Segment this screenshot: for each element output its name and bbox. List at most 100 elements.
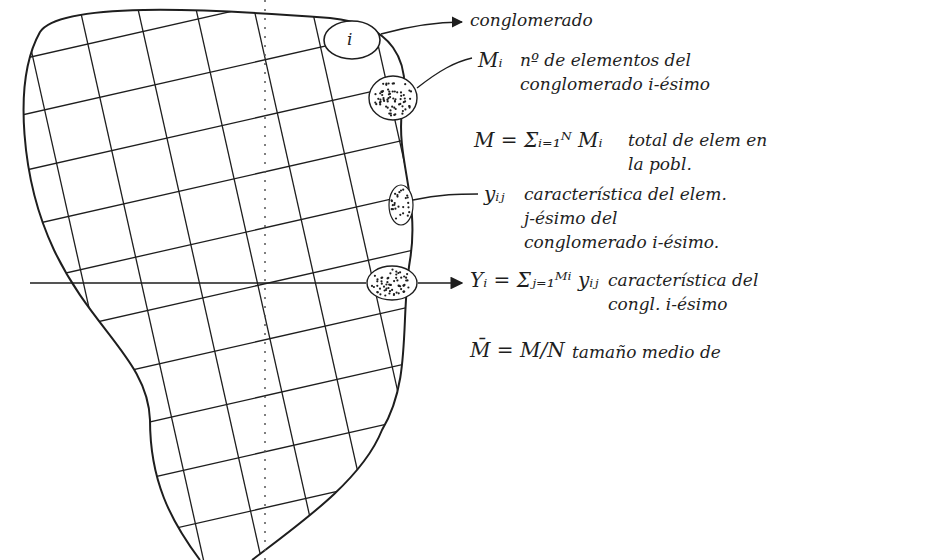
stipple-dot bbox=[385, 83, 387, 85]
formula: M̄ = M/N bbox=[470, 338, 565, 362]
stipple-dot bbox=[398, 285, 400, 287]
stipple-dot bbox=[374, 93, 376, 95]
stipple-dot bbox=[376, 278, 378, 280]
stipple-dot bbox=[396, 196, 398, 198]
stipple-dot bbox=[400, 95, 402, 97]
stipple-dot bbox=[390, 114, 392, 116]
stipple-dot bbox=[389, 272, 391, 274]
stipple-dot bbox=[387, 277, 389, 279]
grid-line bbox=[136, 0, 266, 560]
stipple-dot bbox=[404, 97, 406, 99]
definition-note: característica del congl. i-ésimo bbox=[608, 268, 778, 316]
stipple-dot bbox=[374, 102, 376, 104]
stipple-dot bbox=[407, 215, 409, 217]
grid-line bbox=[0, 132, 440, 232]
stipple-dot bbox=[404, 108, 406, 110]
stipple-dot bbox=[409, 107, 411, 109]
stipple-dot bbox=[384, 294, 386, 296]
stipple-dot bbox=[377, 98, 379, 100]
stipple-dot bbox=[387, 100, 389, 102]
stipple-dot bbox=[403, 291, 405, 293]
stipple-dot bbox=[376, 291, 378, 293]
stipple-dot bbox=[406, 273, 408, 275]
stipple-dot bbox=[403, 94, 405, 96]
stipple-dot bbox=[388, 284, 390, 286]
stipple-dot bbox=[394, 113, 396, 115]
stipple-dot bbox=[382, 83, 384, 85]
stipple-dot bbox=[400, 189, 402, 191]
stipple-dot bbox=[408, 211, 410, 213]
stipple-dot bbox=[376, 280, 378, 282]
stipple-dot bbox=[391, 200, 393, 202]
stipple-dot bbox=[402, 285, 404, 287]
definition-note: tamaño medio de bbox=[572, 340, 762, 364]
stipple-dot bbox=[403, 101, 405, 103]
stipple-dot bbox=[376, 285, 378, 287]
stipple-dot bbox=[398, 103, 400, 105]
stipple-dots bbox=[371, 82, 412, 296]
formula: Yᵢ = Σⱼ₌₁ᴹⁱ yᵢⱼ bbox=[470, 268, 599, 292]
stipple-dot bbox=[388, 292, 390, 294]
stipple-dot bbox=[388, 93, 390, 95]
stipple-dot bbox=[391, 208, 393, 210]
stipple-dot bbox=[407, 206, 409, 208]
stipple-dot bbox=[403, 285, 405, 287]
stipple-dot bbox=[392, 97, 394, 99]
stipple-dot bbox=[394, 101, 396, 103]
stipple-dot bbox=[380, 90, 382, 92]
arrow-line bbox=[30, 282, 462, 284]
stipple-dot bbox=[389, 109, 391, 111]
grid-line bbox=[194, 0, 324, 560]
stipple-dot bbox=[391, 289, 393, 291]
grid-line bbox=[0, 0, 440, 64]
stipple-dot bbox=[407, 286, 409, 288]
formula: M = Σᵢ₌₁ᴺ Mᵢ bbox=[474, 128, 603, 152]
stipple-dot bbox=[403, 291, 405, 293]
stipple-dot bbox=[381, 283, 383, 285]
stipple-dot bbox=[400, 277, 402, 279]
stipple-dot bbox=[380, 101, 382, 103]
stipple-dot bbox=[394, 208, 396, 210]
stipple-dot bbox=[406, 279, 408, 281]
grid-line bbox=[20, 0, 150, 560]
stipple-dot bbox=[404, 83, 406, 85]
symbol: yᵢⱼ bbox=[484, 182, 505, 206]
stipple-dot bbox=[406, 195, 408, 197]
grid-line bbox=[0, 244, 440, 344]
grid-line bbox=[310, 0, 440, 560]
dotted-axis bbox=[264, 0, 266, 560]
definition-note: nº de elementos del conglomerado i-ésimo bbox=[520, 48, 735, 96]
definition-note: total de elem en la pobl. bbox=[628, 128, 778, 176]
stipple-dot bbox=[395, 277, 397, 279]
definition-note: característica del elem. j-ésimo del con… bbox=[524, 182, 729, 254]
stipple-dot bbox=[402, 206, 404, 208]
stipple-dot bbox=[393, 293, 395, 295]
stipple-dot bbox=[387, 277, 389, 279]
grid-line bbox=[0, 20, 440, 120]
stipple-dot bbox=[392, 90, 394, 92]
grid-line bbox=[0, 76, 440, 176]
stipple-dot bbox=[381, 91, 383, 93]
stipple-dot bbox=[394, 193, 396, 195]
stipple-dot bbox=[396, 292, 398, 294]
stipple-dot bbox=[400, 288, 402, 290]
stipple-dot bbox=[405, 197, 407, 199]
stipple-dot bbox=[391, 269, 393, 271]
stipple-dot bbox=[383, 99, 385, 101]
stipple-dot bbox=[397, 206, 399, 208]
stipple-dot bbox=[402, 212, 404, 214]
stipple-dot bbox=[395, 271, 397, 273]
stipple-dot bbox=[377, 291, 379, 293]
stipple-dot bbox=[379, 101, 381, 103]
stipple-dot bbox=[385, 283, 387, 285]
population-outline bbox=[24, 10, 413, 560]
symbol: Mᵢ bbox=[478, 48, 503, 72]
stipple-dot bbox=[394, 98, 396, 100]
stipple-dot bbox=[379, 288, 381, 290]
grid-line bbox=[0, 0, 440, 8]
leader-line bbox=[413, 194, 478, 200]
stipple-dot bbox=[402, 110, 404, 112]
stipple-dot bbox=[381, 94, 383, 96]
stipple-dot bbox=[388, 82, 390, 84]
